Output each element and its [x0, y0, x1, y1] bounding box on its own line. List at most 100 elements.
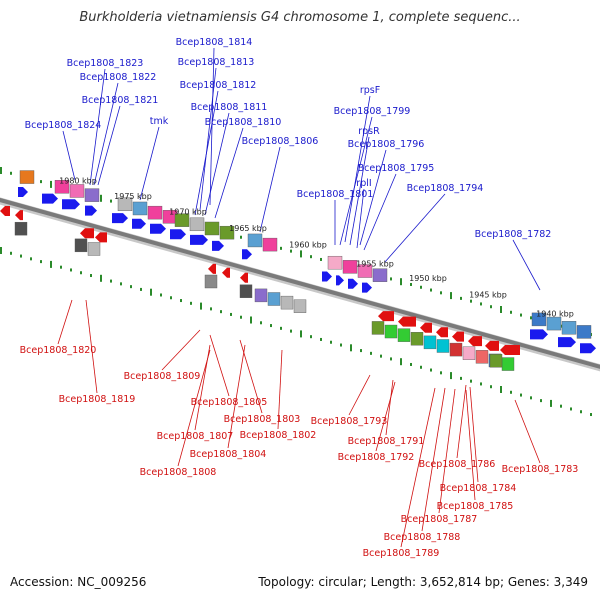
leader-line-reverse: [209, 334, 230, 397]
tick-mark-upper: [470, 299, 472, 303]
tick-mark-lower: [380, 354, 382, 358]
tick-mark-lower: [10, 251, 12, 255]
feature-bin-forward: [561, 321, 577, 335]
tick-mark-upper: [420, 285, 422, 289]
leader-line-reverse: [161, 329, 201, 371]
tick-mark-upper: [240, 235, 242, 239]
leader-line-reverse: [400, 387, 436, 548]
tick-mark-upper: [500, 306, 502, 313]
gene-label-forward: Bcep1808_1795: [358, 163, 435, 174]
gene-arrow-forward: [85, 205, 97, 216]
leader-line-forward: [259, 146, 281, 233]
gene-label-reverse: Bcep1808_1789: [363, 548, 440, 559]
feature-bin-reverse: [254, 288, 268, 303]
gene-label-forward: tmk: [150, 116, 169, 127]
gene-label-reverse: Bcep1808_1788: [384, 532, 461, 543]
gene-label-forward: Bcep1808_1796: [348, 139, 425, 150]
gene-label-forward: Bcep1808_1799: [334, 106, 411, 117]
tick-mark-upper: [510, 310, 512, 314]
tick-mark-lower: [80, 271, 82, 275]
tick-mark-lower: [550, 399, 552, 407]
tick-mark-lower: [130, 285, 132, 289]
leader-line-forward: [204, 112, 230, 216]
leader-line-reverse: [421, 387, 446, 532]
feature-bin-forward: [546, 316, 562, 331]
tick-mark-lower: [360, 349, 362, 353]
gene-label-forward: Bcep1808_1823: [67, 58, 144, 69]
tick-mark-lower: [70, 268, 72, 272]
feature-bin-reverse: [87, 242, 101, 256]
leader-line-reverse: [514, 399, 541, 464]
leader-line-forward: [359, 149, 387, 246]
gene-label-forward: rplI: [356, 178, 371, 189]
scale-ticks: [0, 167, 592, 417]
tick-mark-lower: [480, 382, 482, 386]
gene-arrows: [0, 187, 596, 355]
feature-bin-forward: [262, 237, 278, 252]
feature-bin-forward: [132, 201, 148, 216]
gene-arrow-reverse: [378, 311, 394, 322]
tick-mark-lower: [500, 386, 502, 393]
gene-arrow-reverse: [436, 327, 448, 338]
tick-mark-lower: [200, 302, 202, 310]
gene-label-forward: Bcep1808_1813: [178, 57, 255, 68]
gene-arrow-reverse: [15, 210, 23, 221]
tick-mark-lower: [460, 376, 462, 380]
tick-mark-upper: [40, 180, 42, 184]
gene-arrow-reverse: [485, 340, 499, 351]
feature-bins: [14, 170, 592, 371]
gene-label-reverse: Bcep1808_1802: [240, 430, 317, 441]
feature-bin-reverse: [423, 335, 437, 350]
tick-mark-lower: [190, 301, 192, 305]
tick-mark-lower: [60, 265, 62, 269]
feature-bin-forward: [84, 188, 100, 202]
chromosome-backbone: [0, 197, 600, 372]
leader-line-reverse: [375, 381, 396, 452]
gene-arrow-reverse: [208, 263, 216, 274]
kbp-label: 1970 kbp: [169, 207, 207, 216]
tick-mark-lower: [120, 282, 122, 286]
feature-bin-forward: [147, 205, 163, 220]
leader-line-reverse: [177, 349, 211, 467]
gene-label-forward: Bcep1808_1801: [297, 189, 374, 200]
gene-arrow-reverse: [398, 316, 416, 327]
leader-line-reverse: [57, 299, 73, 345]
feature-bin-reverse: [501, 357, 515, 371]
tick-mark-lower: [530, 396, 532, 400]
gene-arrow-forward: [62, 199, 80, 210]
gene-label-reverse: Bcep1808_1805: [191, 397, 268, 408]
tick-mark-upper: [320, 257, 322, 261]
tick-mark-upper: [0, 167, 2, 174]
gene-label-forward: Bcep1808_1782: [475, 229, 552, 240]
feature-bin-reverse: [204, 274, 218, 289]
tick-mark-upper: [530, 316, 532, 320]
gene-label-reverse: Bcep1808_1791: [348, 436, 425, 447]
tick-mark-upper: [110, 199, 112, 203]
tick-mark-lower: [400, 358, 402, 366]
feature-bin-reverse: [384, 324, 398, 339]
map-title: Burkholderia vietnamiensis G4 chromosome…: [79, 10, 521, 25]
gene-arrow-reverse: [222, 267, 230, 278]
gene-arrow-forward: [242, 249, 252, 260]
tick-mark-lower: [0, 247, 2, 254]
tick-mark-lower: [300, 330, 302, 338]
kbp-label: 1975 kbp: [114, 192, 152, 201]
tick-mark-lower: [310, 335, 312, 339]
gene-arrow-forward: [190, 234, 208, 245]
leader-line-forward: [194, 90, 219, 216]
leader-line-forward: [356, 188, 365, 249]
tick-mark-lower: [210, 307, 212, 311]
gene-label-reverse: Bcep1808_1819: [59, 394, 136, 405]
tick-mark-upper: [520, 313, 522, 317]
gene-arrow-forward: [322, 271, 332, 282]
gene-arrow-forward: [580, 343, 596, 354]
tick-mark-lower: [290, 329, 292, 333]
feature-bin-reverse: [462, 346, 476, 360]
leader-line-forward: [363, 173, 397, 251]
kbp-label: 1945 kbp: [469, 291, 507, 300]
tick-mark-upper: [10, 171, 12, 175]
leader-line-reverse: [465, 389, 476, 501]
feature-bin-forward: [357, 264, 373, 278]
leader-line-reverse: [85, 299, 98, 394]
tick-mark-lower: [110, 279, 112, 283]
